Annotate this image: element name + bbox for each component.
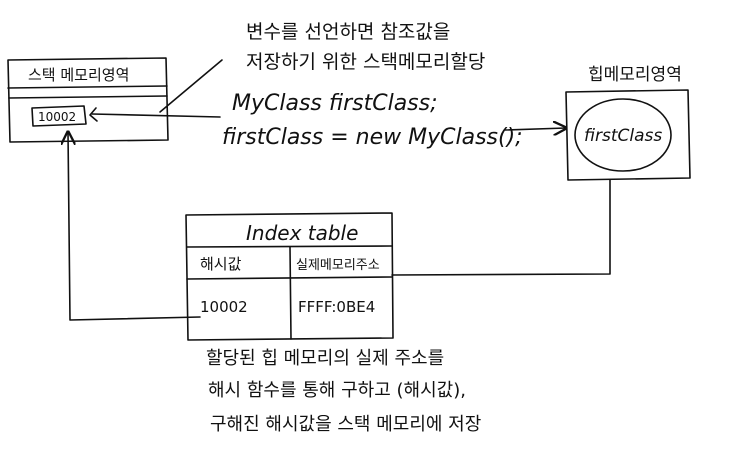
index-table-col1-header: 해시값	[200, 255, 242, 273]
heap-title: 힙메모리영역	[588, 65, 682, 85]
heap-to-table-line	[391, 179, 611, 276]
bottom-note-line1: 할당된 힙 메모리의 실제 주소를	[206, 348, 444, 369]
index-table-col2-header: 실제메모리주소	[296, 258, 380, 273]
index-table-address-value: FFFF:0BE4	[298, 298, 375, 316]
table-to-stack-line	[68, 132, 201, 321]
code-line2: firstClass = new MyClass();	[222, 125, 523, 150]
stack-value-cell	[31, 105, 87, 127]
top-note-line2: 저장하기 위한 스택메모리할당	[246, 51, 485, 73]
stack-pointer-line	[91, 113, 221, 118]
code-line1: MyClass firstClass;	[232, 91, 438, 116]
stack-value: 10002	[38, 110, 76, 124]
heap-object-ellipse	[574, 98, 672, 172]
stack-pointer-head	[89, 107, 98, 122]
note-leader-line	[159, 59, 223, 113]
index-table-row-divider	[186, 276, 393, 280]
code-to-heap-arrow	[504, 128, 566, 130]
index-table-title: Index table	[246, 221, 358, 245]
top-note-line1: 변수를 선언하면 참조값을	[246, 21, 450, 43]
stack-title-divider	[7, 85, 168, 89]
bottom-note-line3: 구해진 해시값을 스택 메모리에 저장	[210, 414, 481, 435]
index-table-col-divider	[289, 246, 292, 340]
stack-divider	[8, 95, 168, 99]
heap-object-label: firstClass	[584, 126, 662, 146]
index-table-hash-value: 10002	[200, 298, 248, 316]
index-table-border	[185, 212, 394, 341]
heap-box	[565, 89, 691, 181]
stack-title: 스택 메모리영역	[28, 66, 129, 84]
bottom-note-line2: 해시 함수를 통해 구하고 (해시값),	[208, 380, 466, 401]
stack-box	[7, 57, 169, 143]
